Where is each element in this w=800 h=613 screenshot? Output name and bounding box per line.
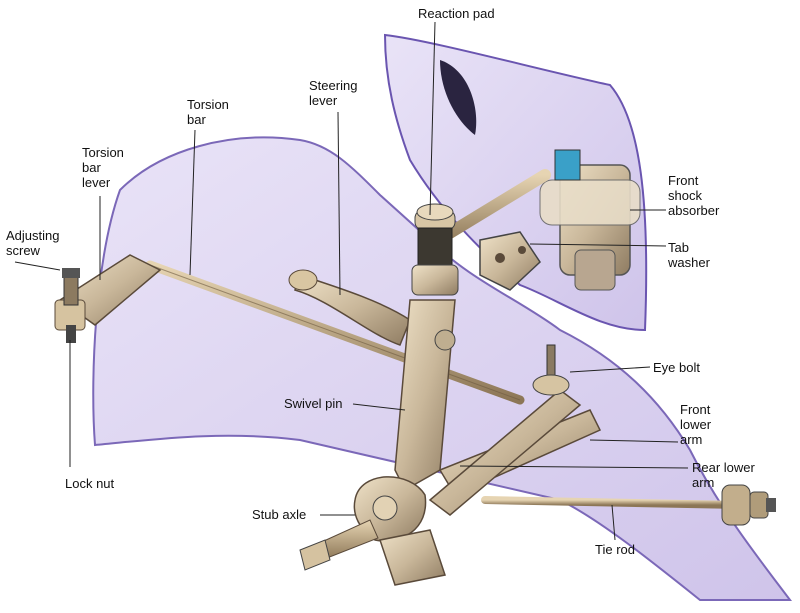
label-front-lower-arm: Front lower arm: [680, 402, 712, 447]
label-reaction-pad: Reaction pad: [418, 6, 495, 21]
label-eye-bolt: Eye bolt: [653, 360, 700, 375]
tie-rod: [481, 496, 744, 509]
label-front-shock-absorber: Front shock absorber: [668, 173, 720, 218]
label-lock-nut: Lock nut: [65, 476, 115, 491]
label-tie-rod: Tie rod: [595, 542, 635, 557]
label-torsion-bar-lever: Torsion bar lever: [82, 145, 124, 190]
label-torsion-bar: Torsion bar: [187, 97, 229, 127]
label-swivel-pin: Swivel pin: [284, 396, 343, 411]
leader-lines: [14, 21, 689, 541]
rear-lower-arm: [428, 389, 582, 516]
label-steering-lever: Steering lever: [309, 78, 358, 108]
label-adjusting-screw: Adjusting screw: [6, 228, 60, 258]
label-stub-axle: Stub axle: [252, 507, 307, 522]
label-rear-lower-arm: Rear lower arm: [692, 460, 755, 490]
label-tab-washer: Tab washer: [668, 240, 710, 270]
